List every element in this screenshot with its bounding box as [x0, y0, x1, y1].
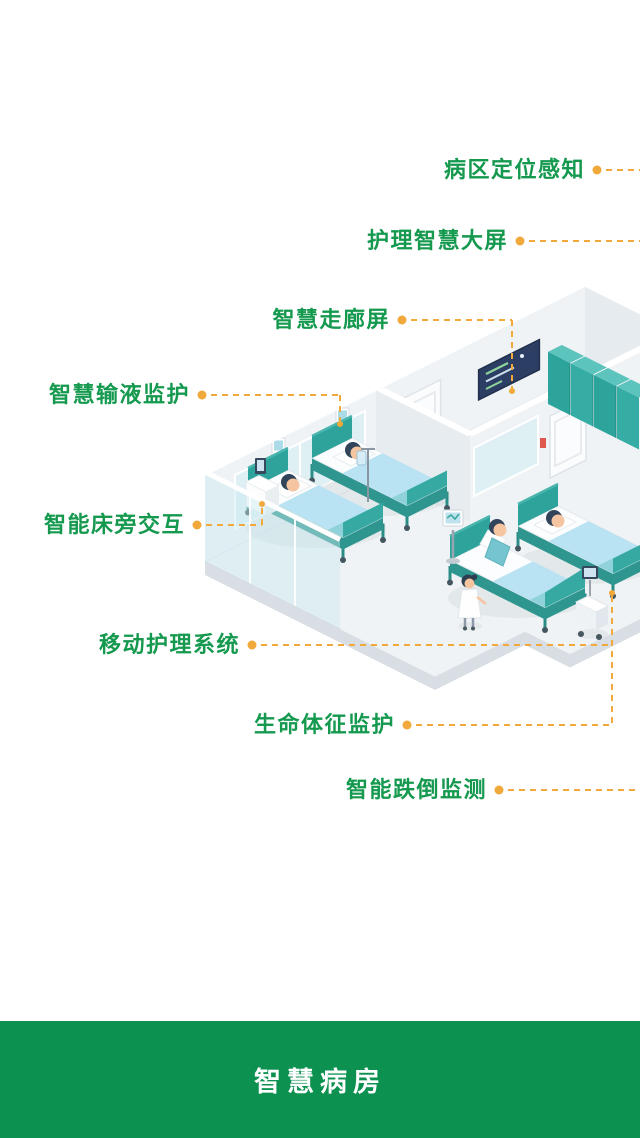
leader-lines [206, 169, 640, 791]
mobile-nursing-cart [574, 566, 610, 640]
door-sign [540, 438, 546, 448]
label-mobile-nursing: 移动护理系统 [98, 632, 240, 657]
footer-title: 智慧病房 [254, 1067, 386, 1097]
label-bedside-interaction: 智能床旁交互 [43, 512, 185, 537]
patient-bed [447, 514, 588, 633]
vital-signs-monitor [442, 509, 464, 564]
footer-bar: 智慧病房 [0, 1021, 640, 1138]
label-nursing-big-screen: 护理智慧大屏 [366, 228, 508, 253]
glass-partition [203, 469, 342, 631]
label-ward-positioning: 病区定位感知 [443, 157, 585, 182]
nurse-figure [457, 574, 487, 631]
leader-dots [192, 165, 615, 795]
label-corridor-screen: 智慧走廊屏 [272, 307, 390, 332]
label-fall-detection: 智能跌倒监测 [345, 777, 487, 802]
corridor-smart-screen [477, 338, 541, 402]
locker-cabinets [548, 345, 640, 450]
room-window-glass [473, 414, 539, 498]
label-infusion-monitoring: 智慧输液监护 [48, 382, 190, 407]
iv-pole [356, 448, 375, 502]
label-vital-signs: 生命体征监护 [253, 712, 395, 737]
sitting-patient-torso [484, 537, 511, 567]
patient-bed [515, 482, 640, 599]
